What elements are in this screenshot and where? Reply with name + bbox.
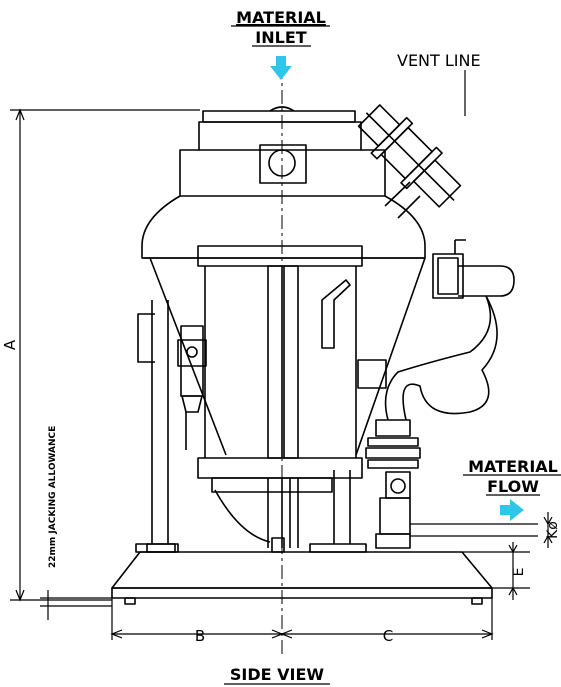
dimension-a-label: A — [1, 339, 19, 350]
material-inlet-arrow — [270, 56, 292, 80]
right-leg — [135, 470, 367, 553]
material-flow-arrow — [500, 499, 524, 521]
discharge-flap — [321, 279, 387, 389]
outlet-hose — [384, 239, 515, 421]
vent-line-label: VENT LINE — [397, 51, 481, 70]
base-plate — [111, 551, 493, 605]
dimension-b-label: B — [195, 627, 205, 645]
material-inlet-label-2: INLET — [255, 28, 306, 47]
dimension-lines — [10, 70, 553, 640]
rotary-valve — [365, 419, 538, 549]
dimension-k-label: Kø — [545, 521, 561, 539]
side-view-title: SIDE VIEW — [230, 665, 325, 684]
text-labels: MATERIAL INLET VENT LINE MATERIAL FLOW A… — [1, 8, 561, 685]
dimension-e-label: E — [511, 568, 527, 577]
left-leg — [137, 300, 176, 553]
hopper-cone — [149, 257, 426, 543]
jacking-allowance-label: 22mm JACKING ALLOWANCE — [48, 426, 58, 568]
material-flow-label-1: MATERIAL — [468, 457, 558, 476]
hopper-body-upper — [141, 195, 426, 259]
vent-elbow — [357, 104, 462, 208]
support-frame — [197, 245, 363, 553]
material-inlet-label-1: MATERIAL — [236, 8, 326, 27]
material-flow-label-2: FLOW — [487, 477, 539, 496]
dimension-c-label: C — [383, 627, 393, 645]
left-valve — [177, 325, 207, 450]
